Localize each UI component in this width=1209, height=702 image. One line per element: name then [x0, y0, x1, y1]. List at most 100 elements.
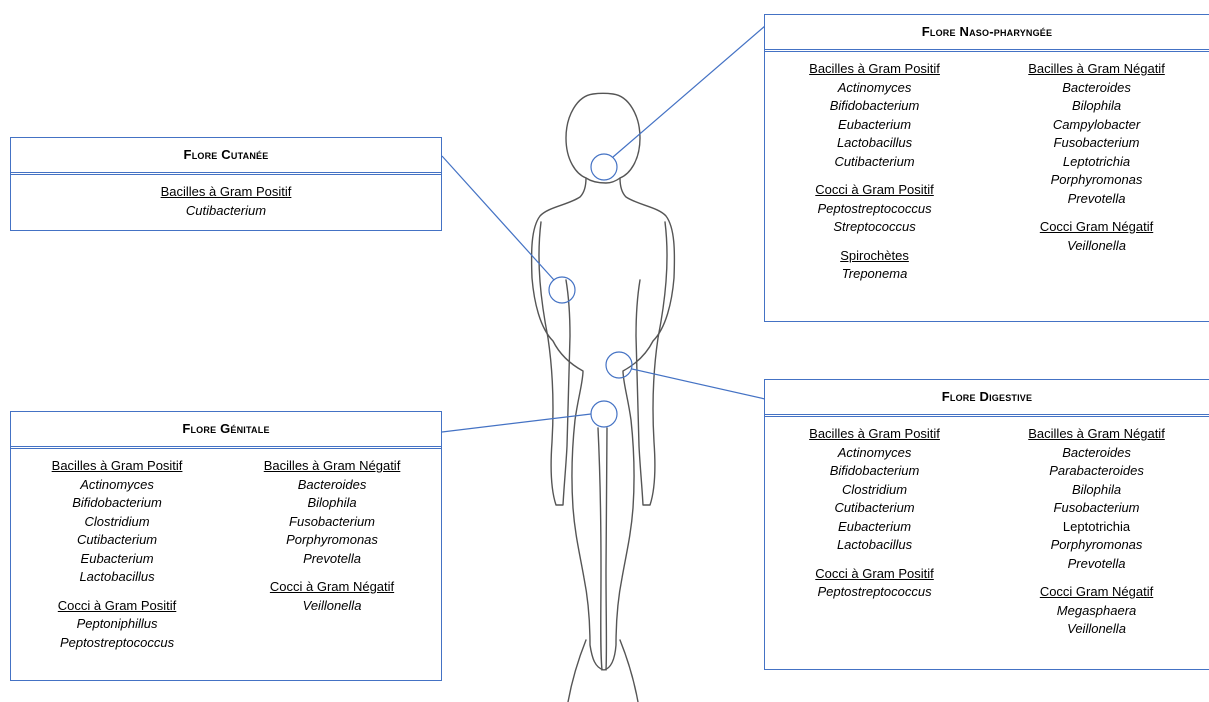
organism-name: Cutibacterium	[185, 202, 267, 218]
organism-name: Fusobacterium	[289, 513, 376, 529]
organism-name: Bilophila	[1071, 98, 1122, 113]
organism-name: Lactobacillus	[79, 569, 155, 584]
flore-genitale-title: Flore Génitale	[11, 412, 441, 449]
organism-name: Streptococcus	[833, 219, 916, 234]
organism-name: Bifidobacterium	[72, 495, 162, 510]
callout-line-cutanee	[441, 155, 555, 281]
flore-cutanee-title: Flore Cutanée	[11, 138, 441, 175]
group-title: Cocci Gram Négatif	[1039, 584, 1154, 599]
organism-name: Parabacteroides	[1049, 463, 1144, 478]
organism-name: Fusobacterium	[1053, 500, 1140, 515]
organism-name: Eubacterium	[838, 518, 912, 534]
group-title: Bacilles à Gram Positif	[51, 458, 183, 473]
group-title: Cocci à Gram Positif	[815, 565, 934, 581]
callout-connectors	[441, 25, 766, 433]
flore-digestive-title: Flore Digestive	[765, 380, 1209, 417]
organism-name: Fusobacterium	[1053, 135, 1140, 150]
organism-name: Leptotrichia	[1062, 518, 1131, 534]
organism-name: Veillonella	[1067, 621, 1126, 636]
organism-name: Eubacterium	[80, 550, 154, 566]
organism-name: Porphyromonas	[1050, 172, 1143, 187]
organism-name: Porphyromonas	[286, 532, 378, 547]
organism-name: Actinomyces	[837, 444, 912, 460]
organism-name: Megasphaera	[1056, 602, 1137, 618]
organism-name: Bacteroides	[1062, 79, 1131, 95]
callout-line-naso	[612, 25, 766, 158]
group-title: Spirochètes	[840, 247, 909, 263]
organism-name: Veillonella	[1067, 237, 1126, 253]
group-title: Cocci à Gram Négatif	[269, 579, 395, 594]
organism-name: Leptotrichia	[1062, 153, 1131, 169]
organism-name: Prevotella	[1067, 190, 1126, 206]
organism-name: Peptostreptococcus	[59, 634, 175, 650]
organism-name: Peptostreptococcus	[817, 200, 932, 216]
organism-name: Bifidobacterium	[829, 98, 920, 113]
organism-name: Treponema	[841, 266, 908, 281]
organism-name: Lactobacillus	[836, 135, 913, 150]
group-title: Bacilles à Gram Négatif	[1028, 61, 1165, 76]
callout-circle-digestive	[605, 351, 633, 379]
organism-name: Prevotella	[303, 550, 361, 566]
organism-name: Peptoniphillus	[76, 616, 158, 631]
organism-name: Actinomyces	[837, 79, 912, 95]
callout-line-genitale	[441, 413, 592, 433]
callout-circle-cutanee	[548, 276, 576, 304]
flore-naso-box: Flore Naso-pharyngée Bacilles à Gram Pos…	[764, 14, 1209, 322]
organism-name: Cutibacterium	[834, 153, 915, 169]
organism-name: Bilophila	[1071, 481, 1122, 497]
organism-name: Campylobacter	[1052, 116, 1141, 132]
organism-name: Bacteroides	[1062, 444, 1131, 460]
organism-name: Bifidobacterium	[829, 463, 920, 478]
group-title: Bacilles à Gram Positif	[809, 426, 940, 441]
organism-name: Cutibacterium	[834, 500, 915, 515]
organism-name: Peptostreptococcus	[817, 584, 932, 599]
organism-name: Eubacterium	[838, 116, 912, 132]
human-silhouette	[530, 92, 676, 702]
group-title: Cocci à Gram Positif	[815, 182, 934, 197]
organism-name: Bacteroides	[297, 476, 367, 492]
organism-name: Bilophila	[307, 495, 357, 510]
group-title: Bacilles à Gram Positif	[160, 184, 292, 199]
organism-name: Clostridium	[842, 481, 908, 497]
group-title: Cocci à Gram Positif	[57, 597, 177, 613]
organism-name: Prevotella	[1067, 555, 1126, 571]
callout-line-digestive	[631, 368, 766, 400]
flore-naso-title: Flore Naso-pharyngée	[765, 15, 1209, 52]
callout-circle-genitale	[590, 400, 618, 428]
organism-name: Clostridium	[84, 513, 150, 529]
organism-name: Lactobacillus	[836, 537, 913, 552]
group-title: Bacilles à Gram Négatif	[263, 458, 401, 473]
callout-circle-naso	[590, 153, 618, 181]
organism-name: Veillonella	[302, 597, 362, 613]
group-title: Bacilles à Gram Positif	[809, 61, 940, 76]
group-title: Cocci Gram Négatif	[1039, 219, 1154, 234]
